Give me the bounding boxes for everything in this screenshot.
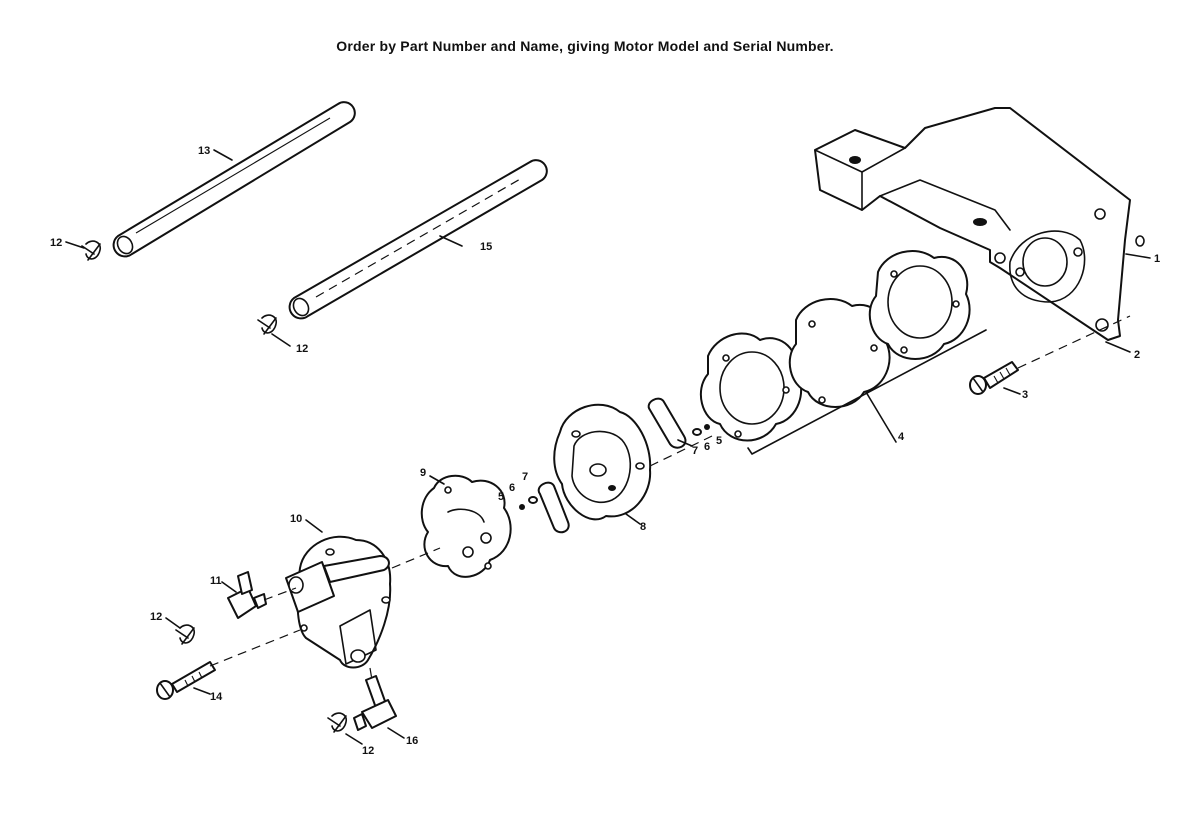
callout-11: 11 <box>210 575 222 587</box>
callout-3: 3 <box>1022 389 1028 401</box>
callout-16: 16 <box>406 735 418 747</box>
part-8-pump-housing <box>553 403 652 521</box>
callout-8: 8 <box>640 521 646 533</box>
callout-5b: 5 <box>716 435 722 447</box>
part-16-elbow-fitting <box>353 675 397 731</box>
callout-6a: 6 <box>509 482 515 494</box>
part-10-pump-cover <box>285 535 392 669</box>
page-title: Order by Part Number and Name, giving Mo… <box>336 38 834 54</box>
part-6-retainer-left <box>528 496 538 504</box>
part-7-valve-right <box>647 397 687 449</box>
part-12-clip-d <box>327 712 348 733</box>
callout-2: 2 <box>1134 349 1140 361</box>
part-4-gasket-set <box>699 249 987 455</box>
callout-12b: 12 <box>296 343 308 355</box>
callout-6b: 6 <box>704 441 710 453</box>
callout-12d: 12 <box>362 745 374 757</box>
callout-9: 9 <box>420 467 426 479</box>
part-5-screw-right <box>704 424 710 430</box>
part-14-screw <box>156 661 216 700</box>
callout-7a: 7 <box>522 471 528 483</box>
callout-7b: 7 <box>692 445 698 457</box>
part-2-mounting-bracket <box>814 107 1131 341</box>
part-6-retainer-right <box>692 428 702 436</box>
callout-1: 1 <box>1154 253 1160 265</box>
part-15-fuel-tube <box>288 159 548 320</box>
assembly-center-lines <box>209 315 1131 681</box>
callout-5a: 5 <box>498 491 504 503</box>
part-7-valve-left <box>537 481 570 534</box>
callout-12a: 12 <box>50 237 62 249</box>
callout-15: 15 <box>480 241 492 253</box>
callout-14: 14 <box>210 691 223 703</box>
part-5-screw-left <box>519 504 525 510</box>
part-11-elbow-fitting <box>227 571 267 619</box>
part-12-clip-a <box>81 240 102 261</box>
callout-4: 4 <box>898 431 905 443</box>
part-13-fuel-tube <box>112 101 356 258</box>
leader-lines <box>65 149 1151 745</box>
callout-10: 10 <box>290 513 302 525</box>
callout-13: 13 <box>198 145 210 157</box>
callout-12c: 12 <box>150 611 162 623</box>
part-12-clip-c <box>175 624 196 645</box>
part-1-washer <box>1135 235 1145 247</box>
part-9-diaphragm-gasket <box>420 474 512 578</box>
part-3-screw <box>969 361 1019 395</box>
part-12-clip-b <box>257 314 278 335</box>
